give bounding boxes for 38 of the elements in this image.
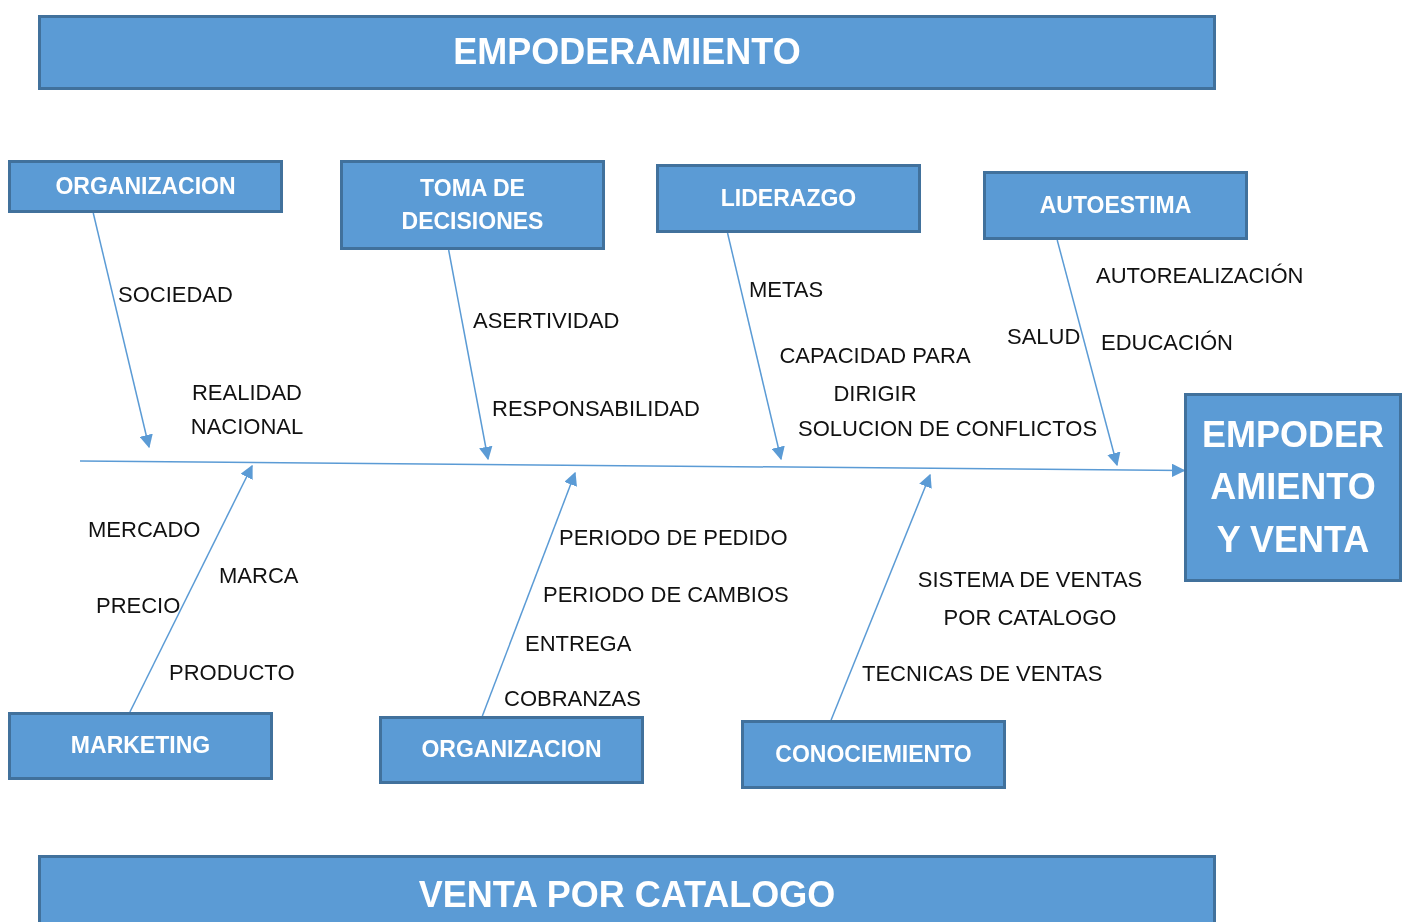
category-box: ORGANIZACION <box>8 160 283 213</box>
arrow <box>726 232 785 461</box>
cause-label: PERIODO DE PEDIDO <box>559 524 788 552</box>
category-box: MARKETING <box>8 712 273 780</box>
cause-label: SOLUCION DE CONFLICTOS <box>798 415 1098 443</box>
arrow <box>830 473 932 721</box>
cause-label: METAS <box>749 276 824 304</box>
cause-label: MERCADO <box>88 516 201 544</box>
category-box: CONOCIEMIENTO <box>741 720 1006 789</box>
arrow <box>129 464 253 713</box>
cause-label: EDUCACIÓN <box>1101 329 1233 357</box>
category-box: AUTOESTIMA <box>983 171 1248 240</box>
title-banner: EMPODERAMIENTO <box>38 15 1216 90</box>
cause-label: MARCA <box>219 562 299 590</box>
arrow <box>481 471 577 717</box>
cause-label: REALIDAD NACIONAL <box>189 379 305 441</box>
category-box: LIDERAZGO <box>656 164 921 233</box>
cause-label: ENTREGA <box>525 630 632 658</box>
category-box: TOMA DE DECISIONES <box>340 160 605 250</box>
cause-label: PRODUCTO <box>169 659 295 687</box>
cause-label: SISTEMA DE VENTAS POR CATALOGO <box>916 566 1144 632</box>
spine-arrow <box>79 460 1186 478</box>
footer-banner: VENTA POR CATALOGO <box>38 855 1216 922</box>
cause-label: PERIODO DE CAMBIOS <box>543 581 789 609</box>
cause-label: SALUD <box>1007 323 1081 351</box>
cause-label: RESPONSABILIDAD <box>492 395 700 423</box>
category-box: ORGANIZACION <box>379 716 644 784</box>
cause-label: SOCIEDAD <box>118 281 233 309</box>
cause-label: TECNICAS DE VENTAS <box>862 660 1103 688</box>
cause-label: AUTOREALIZACIÓN <box>1096 262 1304 290</box>
arrow <box>1056 239 1121 467</box>
arrow <box>447 249 493 461</box>
arrow <box>92 212 153 449</box>
cause-label: PRECIO <box>96 592 181 620</box>
cause-label: CAPACIDAD PARA DIRIGIR <box>778 342 972 408</box>
effect-head-box: EMPODER AMIENTO Y VENTA <box>1184 393 1402 582</box>
cause-label: COBRANZAS <box>504 685 641 713</box>
cause-label: ASERTIVIDAD <box>473 307 620 335</box>
